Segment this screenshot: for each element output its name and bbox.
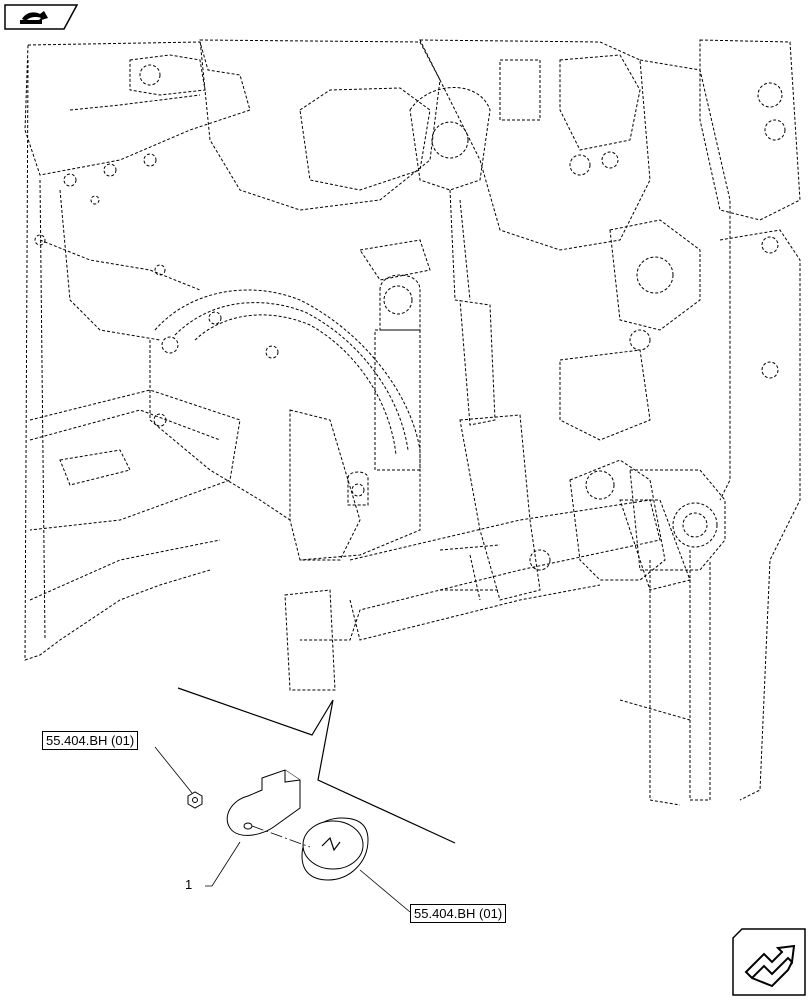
reference-label-upper[interactable]: 55.404.BH (01) [42,731,139,750]
item-number: 1 [185,877,193,892]
reference-label-lower[interactable]: 55.404.BH (01) [410,904,507,923]
next-page-arrow-icon[interactable] [732,928,806,996]
book-arrow-icon[interactable] [4,4,79,30]
